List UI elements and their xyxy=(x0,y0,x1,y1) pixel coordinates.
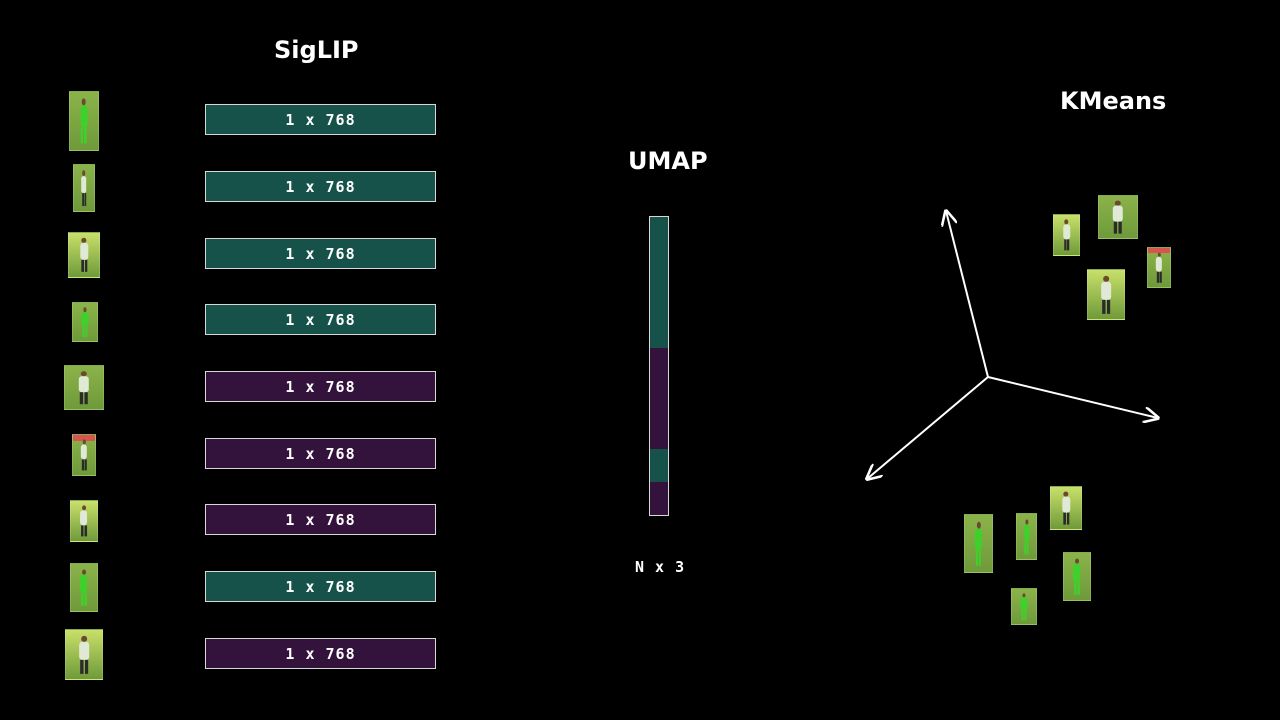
umap-title: UMAP xyxy=(628,147,708,175)
green-kit-player-thumbnail xyxy=(1016,513,1037,560)
green-kit-player-thumbnail xyxy=(1011,588,1037,625)
white-kit-player-thumbnail xyxy=(1050,486,1082,530)
axis-right xyxy=(987,376,1158,418)
green-kit-player-thumbnail xyxy=(964,514,993,573)
umap-segment-teal xyxy=(650,217,668,349)
umap-vector-bar xyxy=(649,216,669,516)
embedding-bar: 1 x 768 xyxy=(205,104,436,135)
green-kit-player-thumbnail xyxy=(72,302,98,342)
embedding-bar: 1 x 768 xyxy=(205,304,436,335)
white-kit-player-thumbnail xyxy=(72,434,96,476)
siglip-title: SigLIP xyxy=(274,36,359,64)
white-kit-player-thumbnail xyxy=(1087,269,1125,320)
white-kit-player-thumbnail xyxy=(64,365,104,410)
green-kit-player-thumbnail xyxy=(69,91,99,151)
white-kit-player-thumbnail xyxy=(1147,247,1171,288)
axis-up xyxy=(946,211,989,378)
white-kit-player-thumbnail xyxy=(65,629,103,680)
white-kit-player-thumbnail xyxy=(1053,214,1080,256)
embedding-bar: 1 x 768 xyxy=(205,238,436,269)
kmeans-title: KMeans xyxy=(1060,87,1167,115)
embedding-bar: 1 x 768 xyxy=(205,504,436,535)
umap-output-label: N x 3 xyxy=(635,558,686,576)
green-kit-player-thumbnail xyxy=(1063,552,1091,601)
axis-down-left xyxy=(867,376,989,479)
embedding-bar: 1 x 768 xyxy=(205,171,436,202)
umap-segment-teal xyxy=(650,449,668,483)
embedding-bar: 1 x 768 xyxy=(205,571,436,602)
embedding-bar: 1 x 768 xyxy=(205,638,436,669)
embedding-bar: 1 x 768 xyxy=(205,438,436,469)
umap-segment-purple xyxy=(650,482,668,515)
embedding-bar: 1 x 768 xyxy=(205,371,436,402)
white-kit-player-thumbnail xyxy=(70,500,98,542)
white-kit-player-thumbnail xyxy=(1098,195,1138,239)
green-kit-player-thumbnail xyxy=(70,563,98,612)
white-kit-player-thumbnail xyxy=(73,164,95,212)
umap-segment-purple xyxy=(650,348,668,450)
white-kit-player-thumbnail xyxy=(68,232,100,278)
